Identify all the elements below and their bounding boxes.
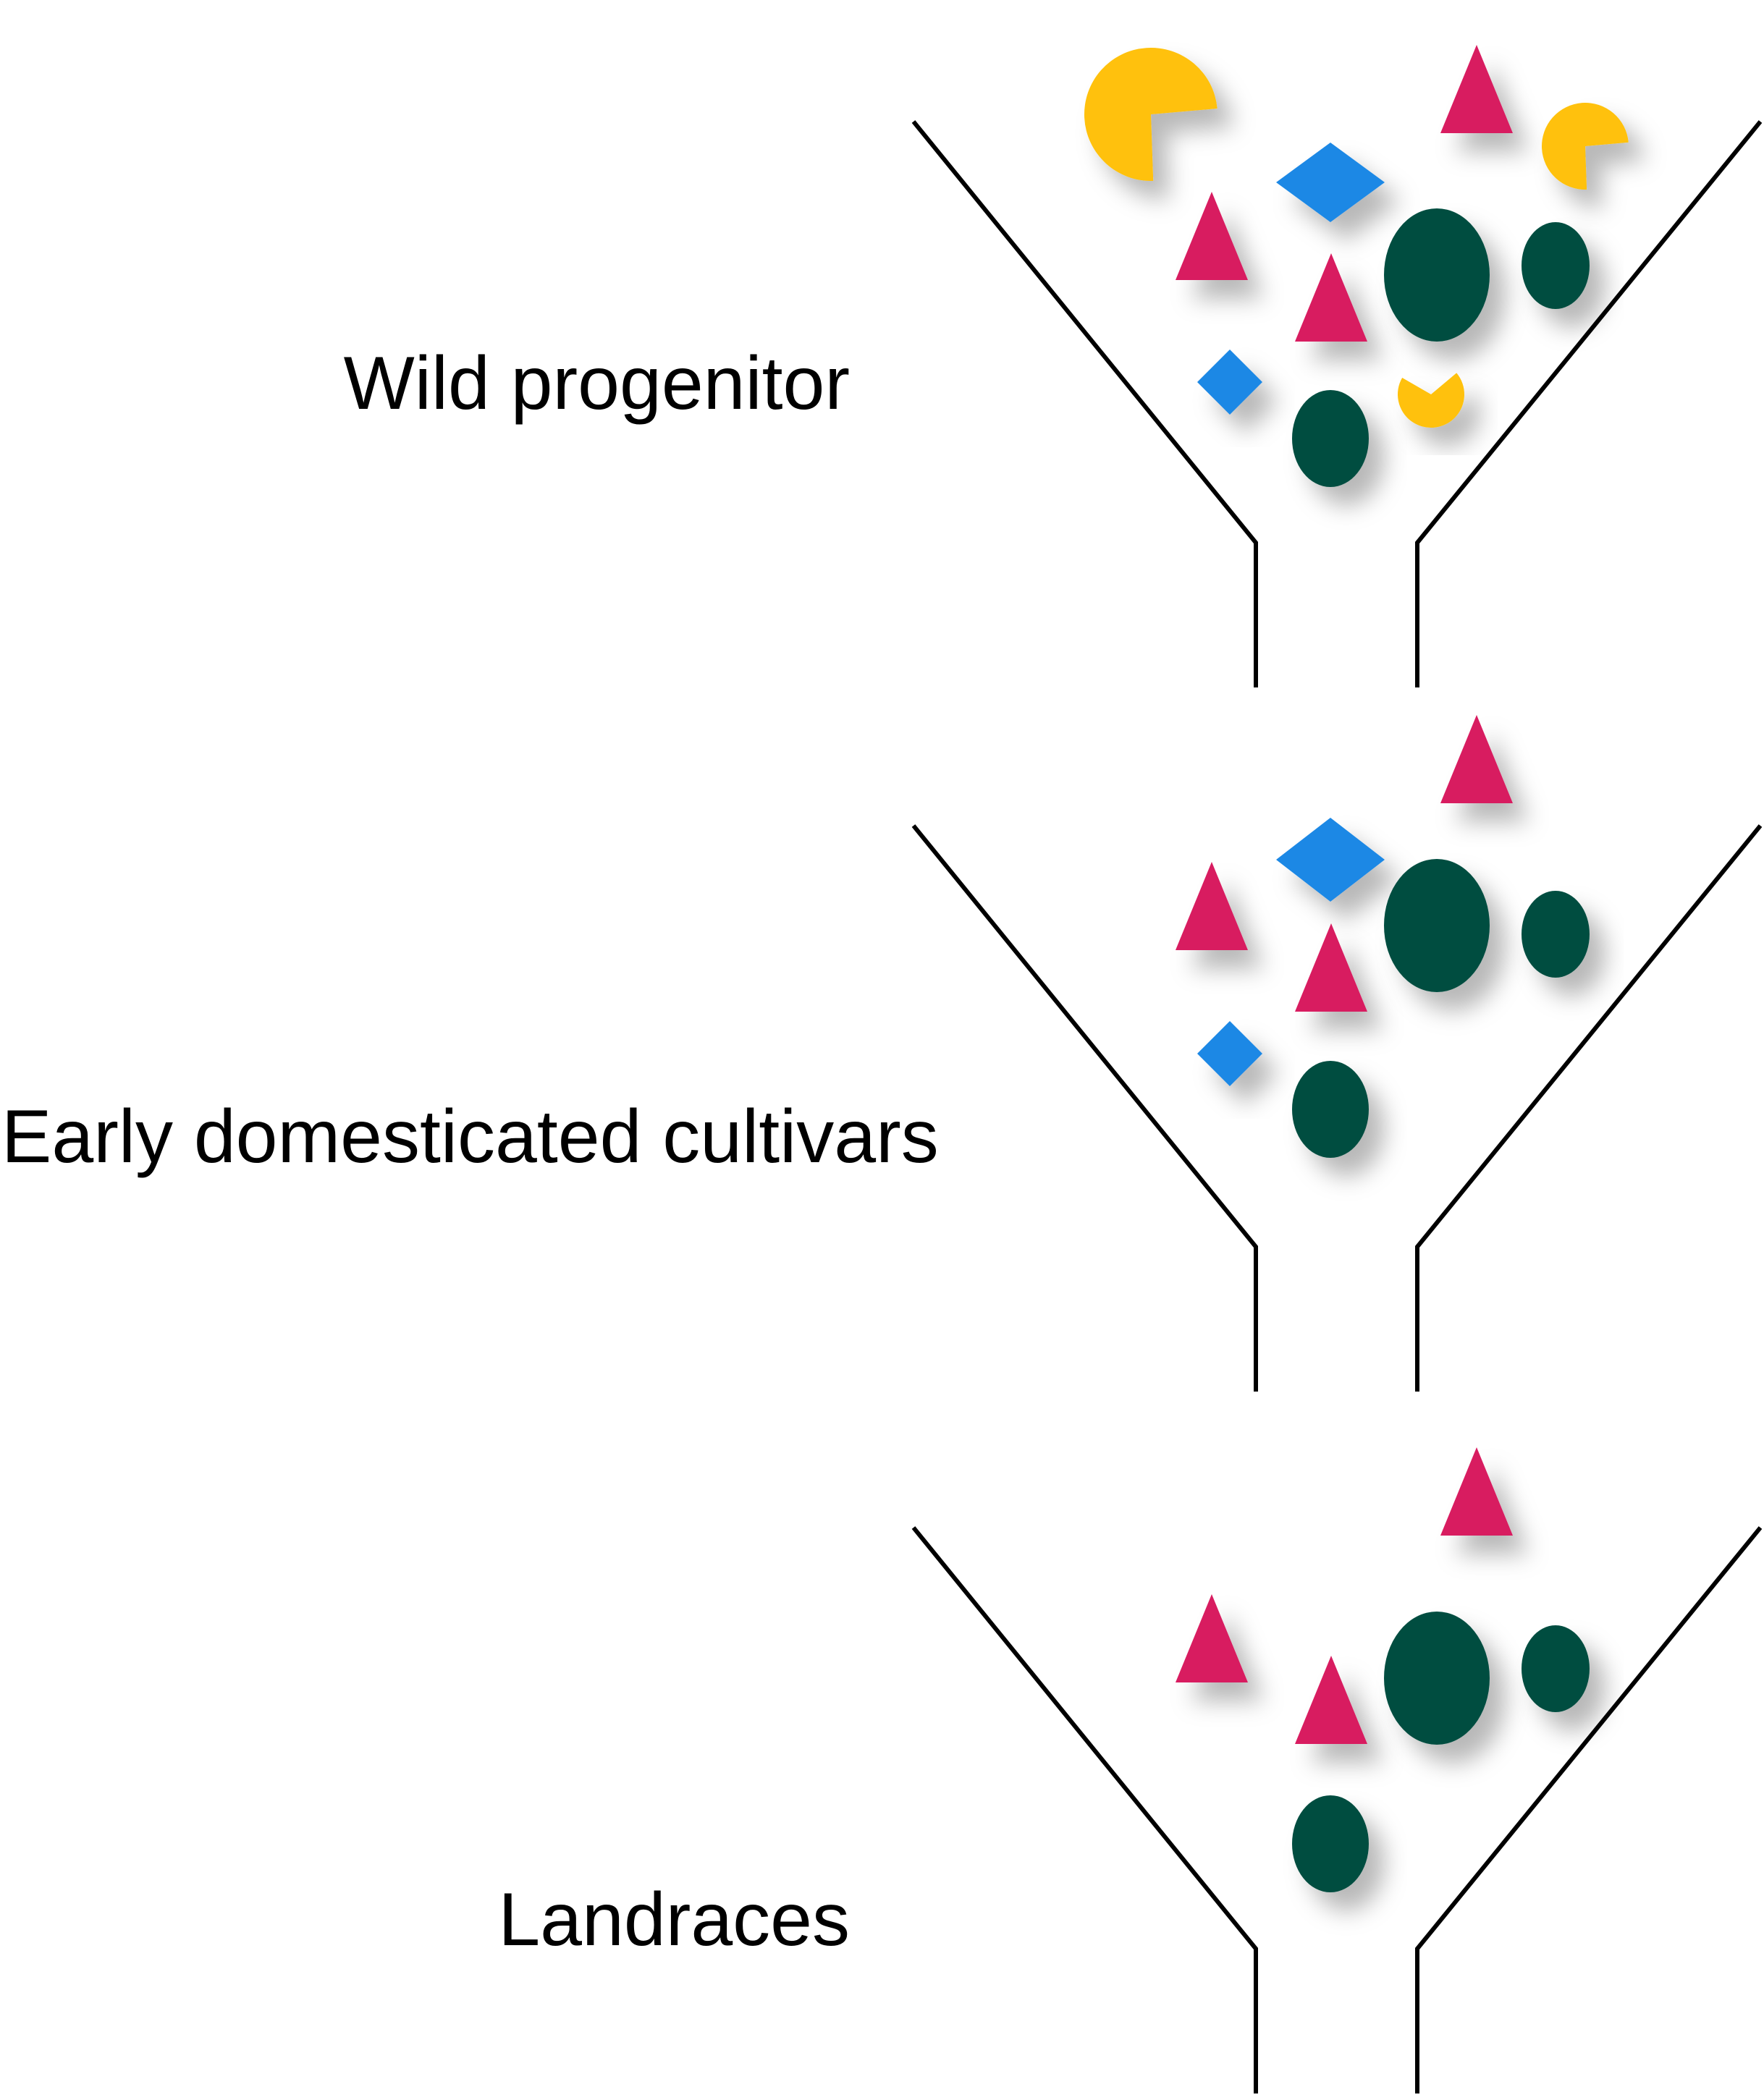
stage3-triangle-left	[1176, 1594, 1248, 1682]
stage2-ellipse-large	[1384, 859, 1490, 992]
stage2-triangle-left	[1176, 862, 1248, 950]
funnel-left-wall-1	[911, 120, 1258, 687]
stage3-ellipse-right	[1522, 1625, 1590, 1712]
stage1-triangle-left	[1176, 192, 1248, 280]
stage3-triangle-center	[1295, 1656, 1367, 1744]
stage2-triangle-top-right	[1440, 715, 1513, 803]
stage2-diamond-small	[1197, 1021, 1262, 1086]
stage1-pacman-small	[1398, 373, 1464, 428]
stage2-ellipse-right	[1522, 891, 1590, 978]
stage1-ellipse-right	[1522, 222, 1590, 309]
stage1-diamond-small	[1197, 350, 1262, 415]
stage2-ellipse-bottom	[1292, 1061, 1369, 1158]
funnel-right-wall-1	[1415, 120, 1763, 687]
stage-label-early-domesticated-cultivars: Early domesticated cultivars	[1, 1095, 939, 1179]
stage3-triangle-top-right	[1440, 1447, 1513, 1536]
stage2-triangle-center	[1295, 923, 1367, 1012]
funnel-right-wall-3	[1415, 1526, 1763, 2093]
stage1-diamond-large	[1276, 143, 1385, 222]
funnel-right-wall-2	[1415, 824, 1763, 1392]
stage1-pacman-large	[1084, 47, 1218, 181]
stage1-ellipse-large	[1384, 208, 1490, 342]
funnel-left-wall-2	[911, 824, 1258, 1392]
funnel-left-wall-3	[911, 1526, 1258, 2093]
stage3-ellipse-large	[1384, 1612, 1490, 1745]
stage1-triangle-top-right	[1440, 45, 1513, 133]
stage-label-wild-progenitor: Wild progenitor	[343, 342, 850, 425]
stage2-diamond-large	[1276, 818, 1385, 902]
stage1-pacman-right	[1542, 103, 1629, 190]
stage-label-landraces: Landraces	[498, 1878, 850, 1962]
stage3-ellipse-bottom	[1292, 1795, 1369, 1892]
stage1-triangle-center	[1295, 253, 1367, 342]
stage1-ellipse-bottom	[1292, 390, 1369, 487]
